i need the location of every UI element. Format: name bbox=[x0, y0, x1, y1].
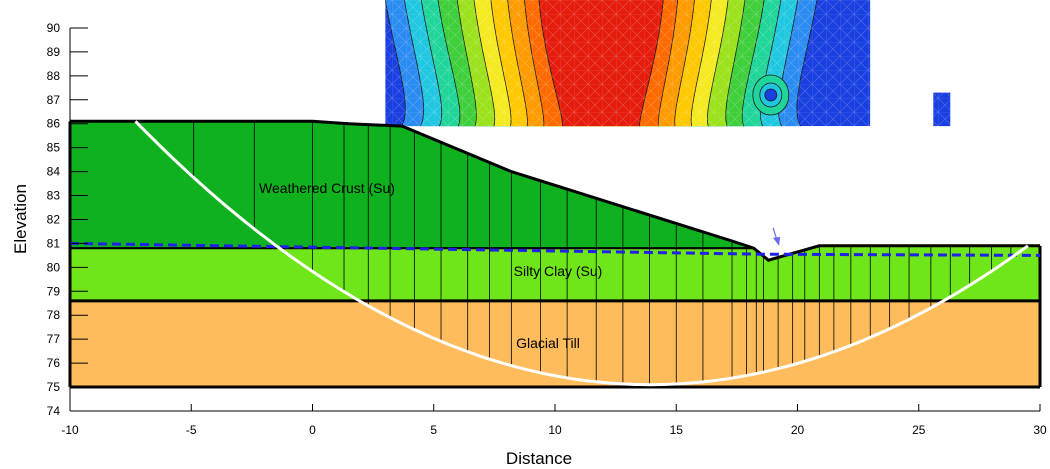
water-table-line bbox=[69, 241, 1041, 257]
water-marker-arrow-icon bbox=[773, 236, 781, 246]
slip-surface bbox=[134, 120, 1029, 387]
x-tick-label: 30 bbox=[1033, 423, 1047, 437]
x-tick-label: 5 bbox=[430, 423, 437, 437]
contour-mesh bbox=[385, 0, 871, 127]
layer-label-weathered-crust: Weathered Crust (Su) bbox=[259, 180, 395, 196]
x-tick-label: 0 bbox=[309, 423, 316, 437]
x-axis-ticks: -10 -5 0 5 10 15 20 25 30 bbox=[61, 404, 1047, 437]
y-tick-label: 87 bbox=[47, 93, 61, 107]
water-table bbox=[69, 227, 1041, 257]
layer-label-silty-clay: Silty Clay (Su) bbox=[514, 263, 603, 279]
y-tick-label: 85 bbox=[47, 141, 61, 155]
x-tick-label: 10 bbox=[548, 423, 562, 437]
y-tick-label: 75 bbox=[47, 380, 61, 394]
silty-clay-boundary bbox=[70, 244, 1040, 262]
y-tick-label: 78 bbox=[47, 308, 61, 322]
x-tick-label: 25 bbox=[912, 423, 926, 437]
layer-label-glacial-till: Glacial Till bbox=[516, 335, 580, 351]
contour-spot-inner bbox=[764, 88, 778, 102]
y-tick-label: 86 bbox=[47, 117, 61, 131]
slip-surface-curve bbox=[134, 120, 1029, 387]
contour-plot bbox=[385, 0, 871, 127]
x-axis-title: Distance bbox=[506, 449, 572, 468]
layer-glacial-till bbox=[70, 300, 1040, 388]
layer-weathered-crust bbox=[70, 121, 1040, 261]
contour-cell-extra bbox=[933, 92, 951, 127]
x-tick-label: 15 bbox=[670, 423, 684, 437]
y-axis-ticks: 74 75 76 77 78 79 80 81 82 83 84 85 86 87 88 89 90 bbox=[47, 21, 88, 418]
y-tick-label: 77 bbox=[47, 332, 61, 346]
y-tick-label: 74 bbox=[47, 404, 61, 418]
y-tick-label: 79 bbox=[47, 284, 61, 298]
y-tick-label: 80 bbox=[47, 260, 61, 274]
y-tick-label: 83 bbox=[47, 189, 61, 203]
y-axis-title: Elevation bbox=[11, 184, 30, 254]
x-tick-label: -5 bbox=[186, 423, 197, 437]
x-tick-label: 20 bbox=[791, 423, 805, 437]
y-tick-label: 89 bbox=[47, 45, 61, 59]
y-tick-label: 82 bbox=[47, 212, 61, 226]
y-tick-label: 90 bbox=[47, 21, 61, 35]
y-tick-label: 84 bbox=[47, 165, 61, 179]
axes: -10 -5 0 5 10 15 20 25 30 74 75 76 77 78 79 80 81 82 83 84… bbox=[47, 21, 1047, 437]
y-tick-label: 81 bbox=[47, 236, 61, 250]
y-tick-label: 76 bbox=[47, 356, 61, 370]
y-tick-label: 88 bbox=[47, 69, 61, 83]
contour-cell-mesh bbox=[933, 92, 951, 127]
slice-lines bbox=[193, 121, 1012, 385]
x-tick-label: -10 bbox=[61, 423, 79, 437]
